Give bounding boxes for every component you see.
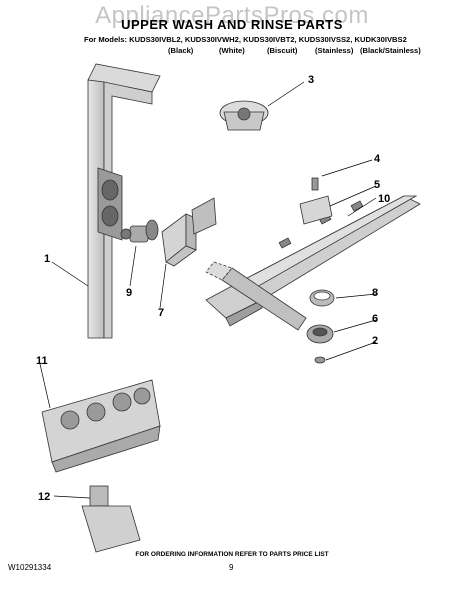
- part-11-manifold: [41, 379, 161, 473]
- callout-11: 11: [36, 355, 48, 367]
- callout-10: 10: [378, 193, 390, 205]
- color-black-stainless: (Black/Stainless): [360, 46, 421, 55]
- watermark: AppliancePartsPros.com: [95, 2, 369, 29]
- callout-4: 4: [374, 153, 381, 165]
- callout-12: 12: [38, 491, 50, 503]
- color-white: (White): [219, 46, 245, 55]
- leader-lines: [39, 81, 377, 499]
- color-biscuit: (Biscuit): [267, 46, 298, 55]
- callout-9: 9: [126, 287, 132, 299]
- document-number: W10291334: [8, 563, 52, 572]
- callout-1: 1: [44, 253, 50, 265]
- part-7-bracket: [161, 197, 217, 267]
- callout-3: 3: [308, 74, 314, 86]
- color-stainless: (Stainless): [315, 46, 354, 55]
- ordering-note: FOR ORDERING INFORMATION REFER TO PARTS …: [135, 551, 329, 558]
- part-8-ring: [309, 289, 335, 307]
- callout-6: 6: [372, 313, 378, 325]
- callout-5: 5: [374, 179, 380, 191]
- color-black: (Black): [168, 46, 194, 55]
- page-title: UPPER WASH AND RINSE PARTS: [121, 17, 343, 32]
- part-4-screw: [311, 177, 319, 191]
- part-12-nozzle: [81, 485, 141, 553]
- part-2-cap: [314, 356, 326, 364]
- callout-8: 8: [372, 287, 378, 299]
- part-6-ring: [306, 324, 334, 344]
- page-number: 9: [229, 563, 234, 572]
- part-1-supply-tube: [87, 63, 161, 339]
- part-5-nozzle: [299, 195, 333, 225]
- spray-arm-tube: [205, 261, 307, 331]
- models-line: For Models: KUDS30IVBL2, KUDS30IVWH2, KU…: [84, 35, 407, 44]
- callout-7: 7: [158, 307, 164, 319]
- part-3-clip: [219, 100, 269, 131]
- callout-2: 2: [372, 335, 378, 347]
- part-9-fitting: [120, 219, 159, 243]
